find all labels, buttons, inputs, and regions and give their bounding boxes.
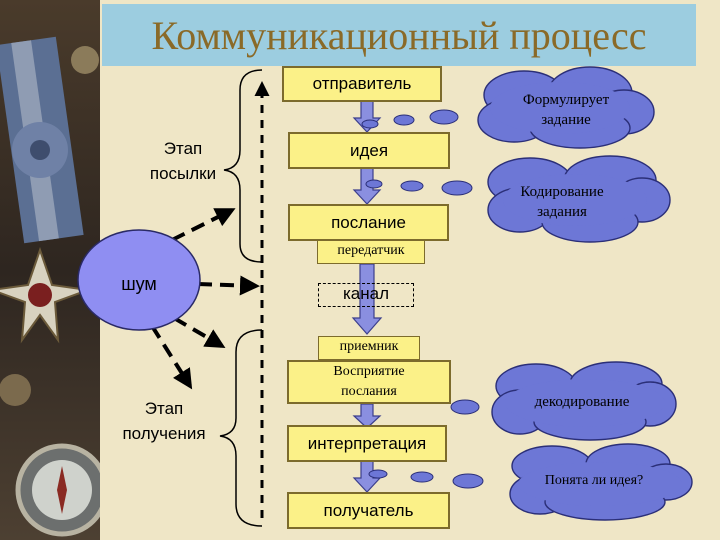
title-bar (102, 4, 696, 66)
box-channel: канал (318, 283, 414, 307)
arrow-transmitter-receiver (351, 263, 383, 335)
noise-arrow-low (172, 316, 226, 349)
brace-sending (223, 69, 263, 263)
arrow-interpretation-recipient (352, 459, 382, 493)
box-interpretation: интерпретация (287, 425, 447, 462)
cloud-understood-text: Понята ли идея? (544, 473, 644, 488)
bubble-dot (361, 119, 379, 129)
noise-arrow-up (171, 208, 236, 242)
noise-arrow-down (150, 324, 193, 390)
bubble-dot (400, 180, 424, 192)
noise-ellipse (77, 229, 201, 331)
bubble-dot (393, 114, 415, 126)
arrow-perception-interpretation (352, 403, 382, 429)
bubble-dot (452, 473, 484, 489)
cloud-decoding-text: декодирование (534, 394, 630, 410)
bubble-dot (441, 180, 473, 196)
bubble-dot (365, 179, 383, 189)
bubble-dot (410, 471, 434, 483)
box-sender: отправитель (282, 66, 442, 102)
cloud-understood (509, 443, 693, 521)
bubble-dot (450, 399, 480, 415)
box-transmitter: передатчик (317, 240, 425, 264)
cloud-decoding (491, 361, 677, 441)
cloud-encoding (487, 155, 671, 243)
bubble-dot (429, 109, 459, 125)
cloud-formulates (477, 66, 655, 149)
cloud-formulates-text: Формулирует задание (522, 92, 610, 128)
compass-icon (15, 443, 109, 537)
page-title: Коммуникационный процесс (151, 13, 647, 58)
box-idea: идея (288, 132, 450, 169)
box-receiver: приемник (318, 336, 420, 360)
cross-medal-icon (0, 246, 89, 344)
stage-receiving-label: Этап получения (122, 399, 206, 443)
ribbon-medal-icon (0, 36, 84, 244)
box-recipient: получатель (287, 492, 450, 529)
noise-arrow-mid (197, 275, 260, 296)
bubble-dot (368, 469, 388, 479)
stage-sending-label: Этап посылки (149, 139, 217, 183)
box-message: послание (288, 204, 449, 241)
cloud-encoding-text: Кодирование задания (520, 184, 604, 220)
brace-receiving (219, 329, 263, 527)
noise-label: шум (121, 274, 157, 294)
box-perception: Восприятие послания (287, 360, 451, 404)
